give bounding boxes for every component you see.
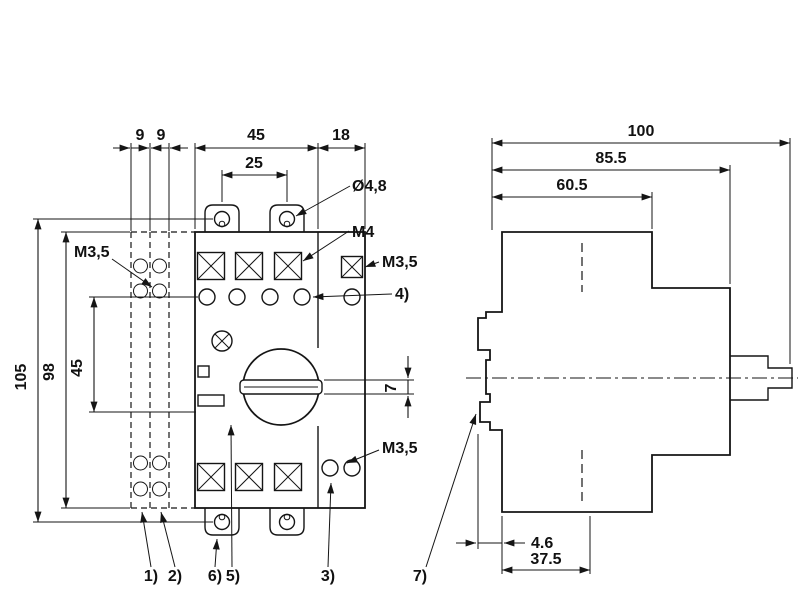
side-body [466,231,798,513]
front-view: 9 9 45 18 25 105 98 45 [13,127,418,585]
mounting-lug-bottom-left [204,508,240,536]
terminal-screw-square [273,462,303,492]
dim-18-width: 18 [332,127,350,144]
front-dimensions-top: 9 9 45 18 25 [113,127,366,231]
callout-m4: M4 [352,224,374,241]
side-dimensions-bottom: 4.6 37.5 [456,434,591,574]
callout-m35-bottom: M3,5 [382,440,418,457]
indicator-window [197,365,210,378]
front-callouts: Ø4,8 M4 M3,5 4) M3,5 M3,5 1) 2) 6) 5) 3) [74,178,418,585]
terminal-screw-square [234,462,264,492]
mounting-lug-bottom-right [269,508,305,536]
dim-98-height: 98 [41,363,58,381]
front-actuator [197,330,323,426]
accessory-dashed-outline [130,231,195,509]
mounting-lug-top-right [269,204,305,232]
dim-60-5-depth: 60.5 [556,177,587,194]
phillips-screw [211,330,233,352]
dim-25-hole-spacing: 25 [245,155,263,172]
side-dimensions-top: 100 85.5 60.5 [491,123,791,364]
ref-3: 3) [321,568,335,585]
side-outline-with-din-clip [477,231,731,513]
dim-105-height: 105 [13,364,30,391]
front-terminals-bottom [196,459,361,492]
side-view: 100 85.5 60.5 4.6 37.5 7) [413,123,798,585]
ref-2: 2) [168,568,182,585]
dim-9-first: 9 [136,127,145,144]
front-terminals-top [196,251,364,306]
reset-button [197,394,225,407]
terminal-screw-square [196,462,226,492]
ref-1: 1) [144,568,158,585]
ref-6: 6) [208,568,222,585]
front-dimension-handle: 7 [324,356,414,418]
front-body-outline [194,231,366,509]
terminal-screw-square [234,251,264,281]
dim-9-second: 9 [157,127,166,144]
side-callout-7: 7) [413,413,477,585]
terminal-screw-square [196,251,226,281]
ref-4: 4) [395,286,409,303]
dim-45-vertical: 45 [69,359,86,377]
ref-7: 7) [413,568,427,585]
callout-m35-aux: M3,5 [382,254,418,271]
dim-85-5-depth: 85.5 [595,150,626,167]
ref-5: 5) [226,568,240,585]
dim-7-handle: 7 [383,383,400,392]
dim-45-width: 45 [247,127,265,144]
dim-4-6: 4.6 [531,535,553,552]
mounting-lug-top-left [204,204,240,232]
front-dimensions-left: 105 98 45 [13,218,213,523]
dim-100-depth: 100 [628,123,655,140]
callout-hole-diameter: Ø4,8 [352,178,387,195]
terminal-screw-square [273,251,303,281]
aux-terminal-screw-square [340,255,364,279]
callout-m35-accessory: M3,5 [74,244,110,261]
dim-37-5: 37.5 [530,551,561,568]
